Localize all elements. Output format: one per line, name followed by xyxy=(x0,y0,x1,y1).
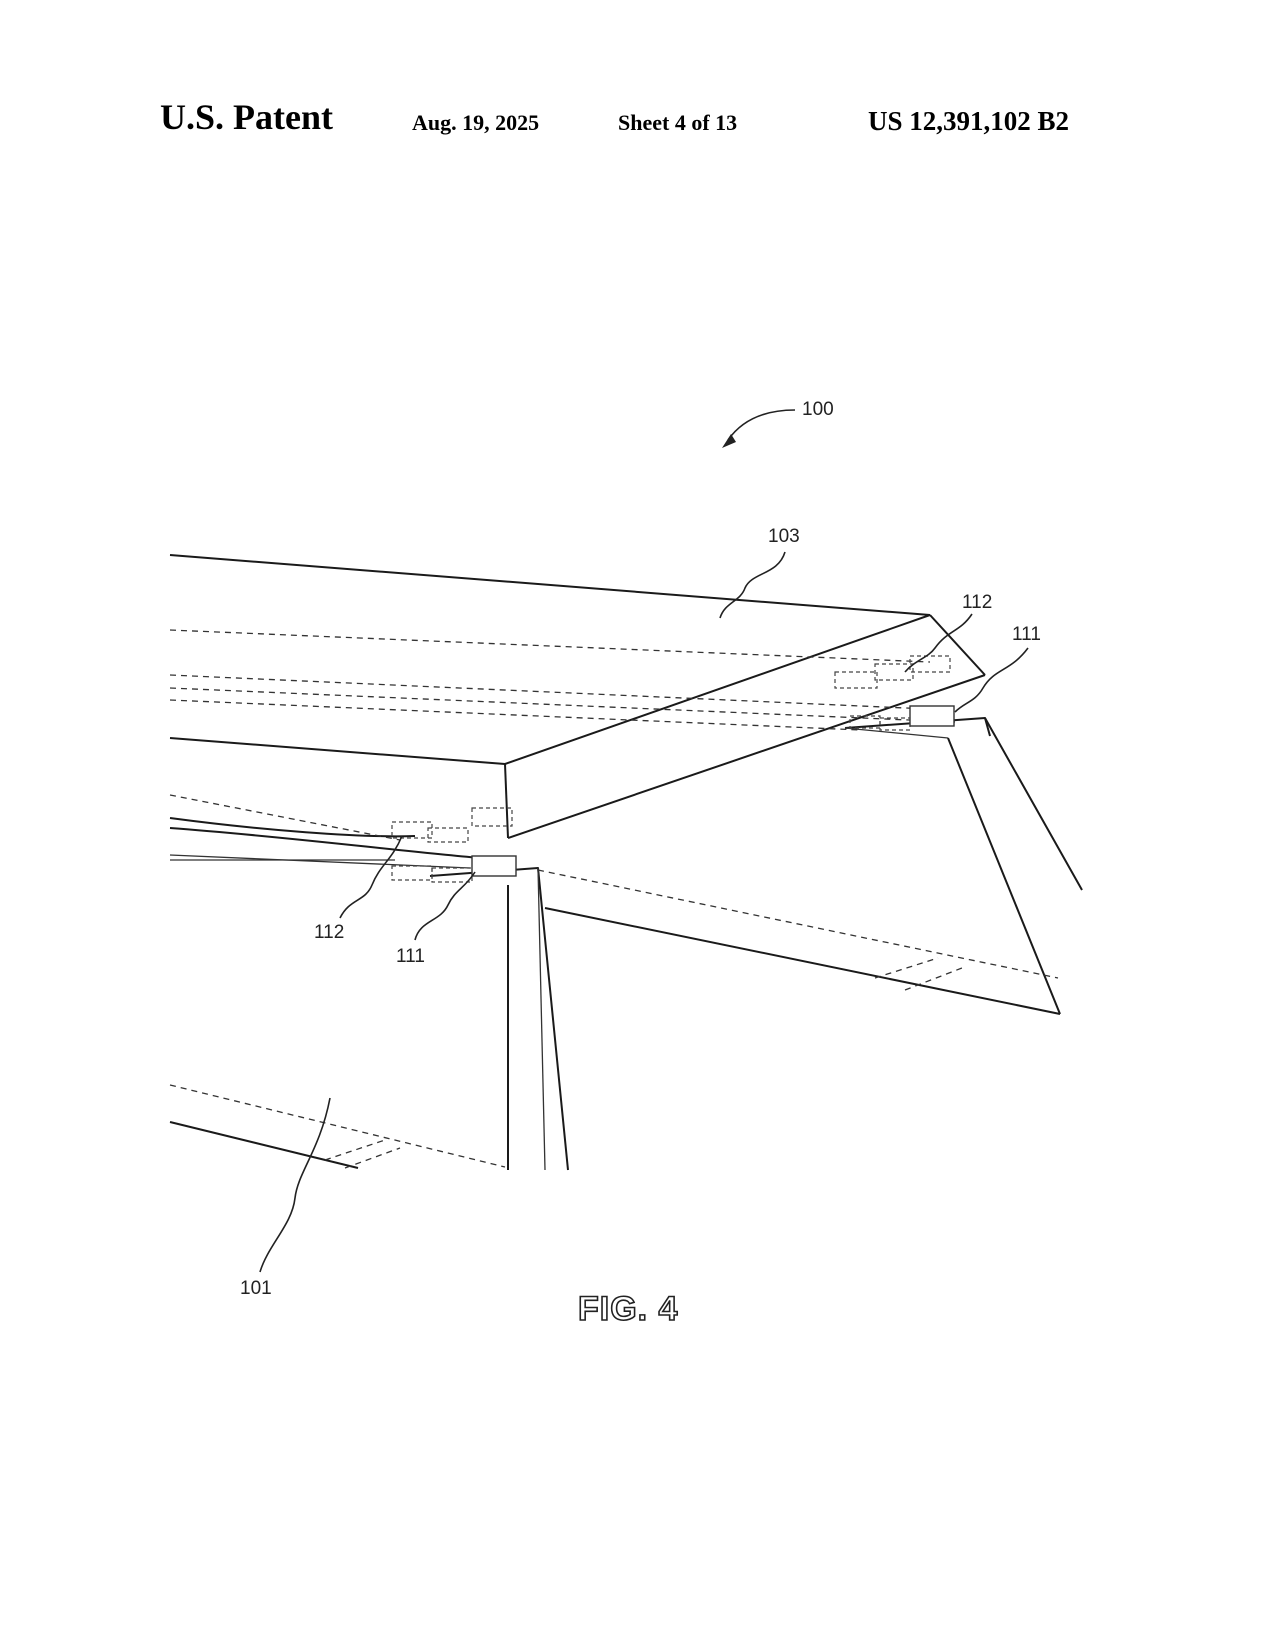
mount-left-block xyxy=(471,855,517,877)
clip-right-c xyxy=(909,655,951,673)
ref-111-left: 111 xyxy=(396,946,425,967)
figure-caption: FIG. 4 xyxy=(578,1290,678,1328)
arrowhead-icon xyxy=(722,434,736,448)
ref-112-right: 112 xyxy=(962,592,992,613)
left-hardware: 112 111 xyxy=(314,807,517,967)
support-post-left xyxy=(429,867,569,1171)
panel-103: 103 xyxy=(169,526,986,839)
patent-date: Aug. 19, 2025 xyxy=(412,110,540,135)
mount-right-block xyxy=(909,705,955,727)
mount-right-ghost-b xyxy=(879,717,911,731)
ref-101: 101 xyxy=(240,1278,272,1299)
patent-number: US 12,391,102 B2 xyxy=(868,106,1070,136)
ref-103: 103 xyxy=(768,526,800,547)
clip-right-a xyxy=(834,671,878,689)
sheet-number: Sheet 4 of 13 xyxy=(618,110,738,135)
clip-left-c xyxy=(427,827,469,843)
ref-100: 100 xyxy=(802,399,834,420)
clip-left-a xyxy=(471,807,513,827)
mount-left-ghost-a xyxy=(391,865,433,881)
ref-112-left: 112 xyxy=(314,922,344,943)
right-hardware: 112 111 xyxy=(834,592,1041,731)
assembly-callout: 100 xyxy=(722,399,834,448)
patent-title: U.S. Patent xyxy=(160,97,333,137)
page-header: U.S. Patent Aug. 19, 2025 Sheet 4 of 13 … xyxy=(0,96,1275,146)
support-post-right xyxy=(844,717,1083,1015)
mount-left-ghost-b xyxy=(431,867,473,883)
beam-101: 101 xyxy=(169,869,1061,1299)
ref-111-right: 111 xyxy=(1012,624,1041,645)
frame-left xyxy=(169,794,481,869)
clip-right-b xyxy=(874,663,914,681)
